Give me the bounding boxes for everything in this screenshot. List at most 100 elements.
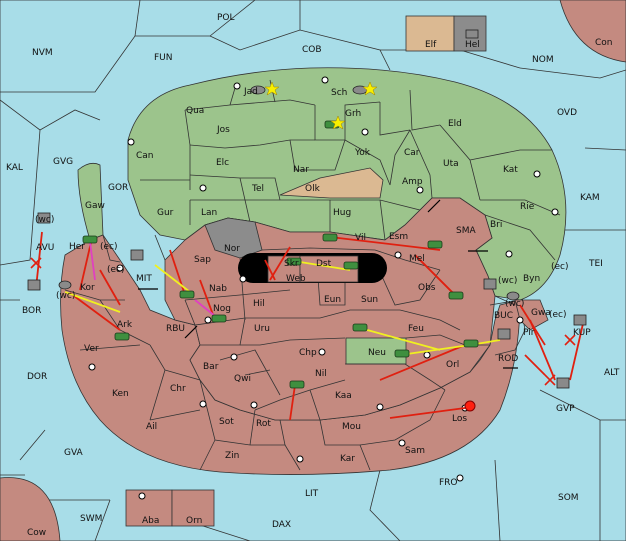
label-cow: Cow [27, 528, 46, 538]
label-neu: Neu [368, 348, 386, 358]
label-som: SOM [558, 493, 579, 503]
label-feu: Feu [408, 324, 424, 334]
label-alt: ALT [604, 368, 620, 378]
label-kup: KUP [573, 328, 591, 338]
label-nvm: NVM [32, 48, 53, 58]
label-eld: Eld [448, 119, 462, 129]
coast-tag: (wc) [505, 299, 524, 309]
label-rot: Rot [256, 419, 271, 429]
label-gor: GOR [108, 183, 128, 193]
label-kat: Kat [503, 165, 518, 175]
label-tel: Tel [251, 184, 264, 194]
label-sun: Sun [361, 295, 378, 305]
label-avu: AVU [36, 243, 54, 253]
coast-tag: (wc) [56, 291, 75, 301]
land-label-group: Jad Sch Grh Qua Jos Can Elc Nar Yok Car … [69, 40, 551, 526]
label-sma: SMA [456, 226, 476, 236]
coast-tags: (wc) (ec) (wc) (ec) (wc) (wc) (ec) (ec) [35, 215, 569, 320]
label-gur: Gur [157, 208, 174, 218]
label-olk: Olk [305, 184, 321, 194]
coast-tag: (ec) [551, 262, 569, 272]
units [27, 29, 587, 412]
region-orn[interactable] [171, 489, 215, 527]
label-rie: Rie [520, 202, 535, 212]
label-uru: Uru [254, 324, 270, 334]
label-swm: SWM [80, 514, 102, 524]
label-kal: KAL [6, 163, 23, 173]
label-eun: Eun [324, 295, 341, 305]
label-bri: Bri [490, 220, 502, 230]
label-lit: LIT [305, 489, 319, 499]
label-mel: Mel [409, 254, 425, 264]
label-los: Los [452, 414, 467, 424]
label-lan: Lan [201, 208, 217, 218]
label-elf: Elf [425, 40, 437, 50]
label-nar: Nar [293, 165, 309, 175]
label-chr: Chr [170, 384, 186, 394]
label-her: Her [69, 242, 85, 252]
label-dst: Dst [316, 259, 332, 269]
label-dax: DAX [272, 520, 291, 530]
label-byn: Byn [523, 274, 540, 284]
label-kaa: Kaa [335, 391, 352, 401]
label-hil: Hil [253, 299, 265, 309]
label-esm: Esm [389, 232, 408, 242]
sea-label-group: POL NVM FUN COB NOM Con OVD KAL GVG GOR … [6, 13, 620, 538]
label-web: Web [286, 274, 306, 284]
label-jad: Jad [243, 87, 258, 97]
label-hel: Hel [465, 40, 480, 50]
label-jos: Jos [216, 125, 230, 135]
label-sot: Sot [219, 417, 234, 427]
region-elf[interactable] [405, 15, 455, 52]
label-qua: Qua [186, 106, 204, 116]
label-nil: Nil [315, 369, 327, 379]
label-nog: Nog [213, 304, 231, 314]
label-mou: Mou [342, 422, 361, 432]
label-nab: Nab [209, 284, 227, 294]
label-sap: Sap [194, 255, 211, 265]
label-qwi: Qwi [234, 374, 251, 384]
label-yok: Yok [354, 148, 371, 158]
label-ver: Ver [84, 344, 99, 354]
label-cob: COB [302, 45, 322, 55]
coast-tag: (ec) [107, 265, 125, 275]
label-ail: Ail [146, 422, 157, 432]
label-zin: Zin [225, 451, 239, 461]
label-car: Car [404, 148, 420, 158]
label-skr: Skr [284, 259, 299, 269]
label-buc: BUC [494, 311, 513, 321]
supply-centers [88, 76, 559, 500]
coast-tag: (ec) [100, 242, 118, 252]
label-orl: Orl [446, 360, 459, 370]
strait-arrows [138, 199, 518, 369]
move-orders [35, 231, 586, 421]
label-ken: Ken [112, 389, 129, 399]
label-gvg: GVG [53, 157, 73, 167]
label-hug: Hug [333, 208, 351, 218]
label-chp: Chp [299, 348, 317, 358]
coast-tag: (ec) [549, 310, 567, 320]
label-bor: BOR [22, 306, 41, 316]
coast-tag: (wc) [35, 215, 54, 225]
region-olk[interactable] [279, 167, 384, 199]
green-borders [140, 79, 561, 261]
label-fro: FRO [439, 478, 458, 488]
label-mit: MIT [136, 274, 152, 284]
label-sch: Sch [331, 88, 347, 98]
label-nor: Nor [224, 244, 240, 254]
label-ovd: OVD [557, 108, 577, 118]
label-elc: Elc [216, 158, 229, 168]
label-kor: Kor [80, 283, 95, 293]
label-gva: GVA [64, 448, 84, 458]
label-dor: DOR [27, 372, 47, 382]
label-bar: Bar [203, 362, 219, 372]
label-rod: ROD [498, 354, 518, 364]
label-orn: Orn [186, 516, 202, 526]
skr-dst-bridge [238, 253, 387, 283]
coast-tag: (wc) [498, 276, 517, 286]
label-tei: TEI [588, 259, 603, 269]
label-aba: Aba [142, 516, 159, 526]
label-gvp: GVP [556, 404, 575, 414]
label-pir: Pir [523, 328, 535, 338]
